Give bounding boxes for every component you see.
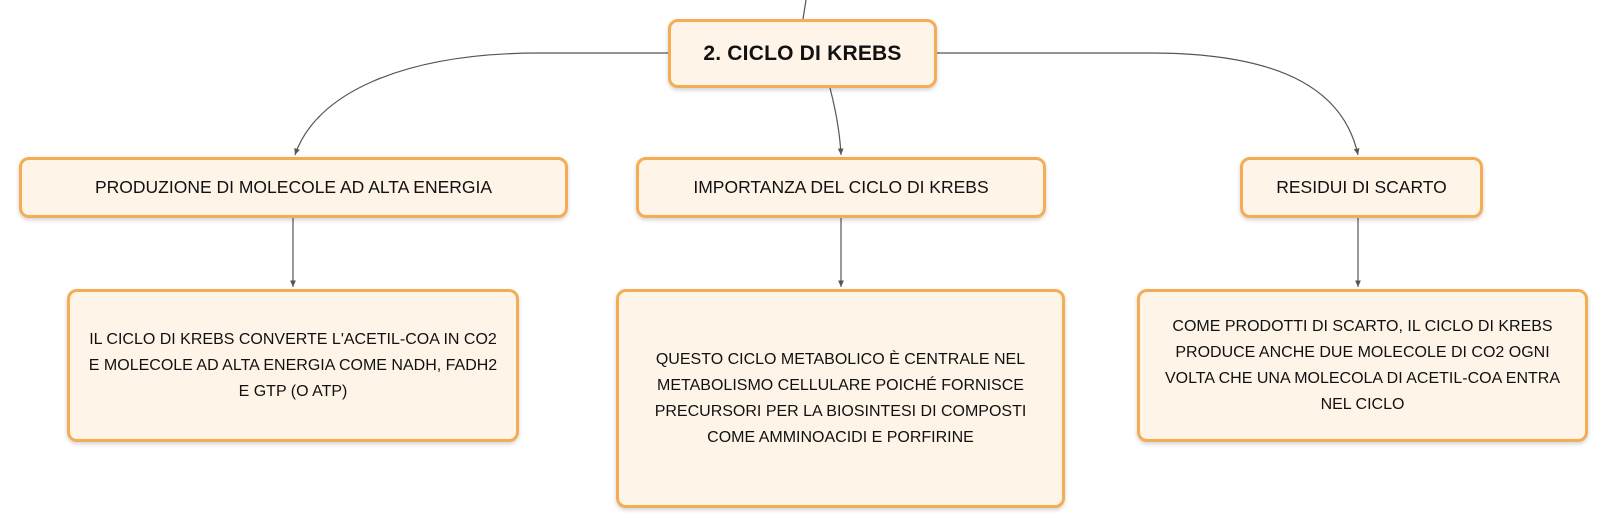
category-label: PRODUZIONE DI MOLECOLE AD ALTA ENERGIA <box>94 177 493 197</box>
detail-line: IL CICLO DI KREBS CONVERTE L'ACETIL-COA … <box>89 330 497 348</box>
detail-node-importance[interactable]: QUESTO CICLO METABOLICO È CENTRALE NEL M… <box>616 289 1065 508</box>
detail-line: E MOLECOLE AD ALTA ENERGIA COME NADH, FA… <box>88 356 498 374</box>
connector-root-to-production <box>294 52 668 156</box>
category-label: RESIDUI DI SCARTO <box>1276 177 1447 197</box>
detail-node-production[interactable]: IL CICLO DI KREBS CONVERTE L'ACETIL-COA … <box>67 289 519 442</box>
detail-line: COME AMMINOACIDI E PORFIRINE <box>707 428 974 446</box>
detail-line: PRECURSORI PER LA BIOSINTESI DI COMPOSTI <box>654 402 1027 420</box>
detail-line: PRODUCE ANCHE DUE MOLECOLE DI CO2 OGNI <box>1175 343 1550 361</box>
detail-line: COME PRODOTTI DI SCARTO, IL CICLO DI KRE… <box>1172 317 1553 335</box>
connector-root-to-waste <box>937 52 1360 156</box>
connector-root-to-importance <box>829 87 844 156</box>
root-label: 2. CICLO DI KREBS <box>703 41 902 65</box>
category-label: IMPORTANZA DEL CICLO DI KREBS <box>693 177 989 197</box>
incoming-connector <box>802 0 807 20</box>
category-node-waste[interactable]: RESIDUI DI SCARTO <box>1240 157 1483 218</box>
detail-line: E GTP (O ATP) <box>238 382 348 400</box>
detail-line: VOLTA CHE UNA MOLECOLA DI ACETIL-COA ENT… <box>1164 369 1561 387</box>
category-node-importance[interactable]: IMPORTANZA DEL CICLO DI KREBS <box>636 157 1046 218</box>
root-node[interactable]: 2. CICLO DI KREBS <box>668 19 937 88</box>
detail-line: NEL CICLO <box>1320 395 1405 413</box>
detail-line: METABOLISMO CELLULARE POICHÉ FORNISCE <box>657 376 1024 394</box>
category-node-production[interactable]: PRODUZIONE DI MOLECOLE AD ALTA ENERGIA <box>19 157 568 218</box>
detail-node-waste[interactable]: COME PRODOTTI DI SCARTO, IL CICLO DI KRE… <box>1137 289 1588 442</box>
detail-line: QUESTO CICLO METABOLICO È CENTRALE NEL <box>655 350 1026 368</box>
